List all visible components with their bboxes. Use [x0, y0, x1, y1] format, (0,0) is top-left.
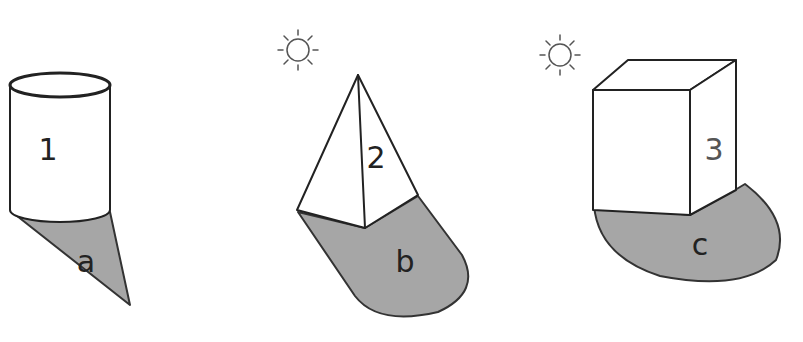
cylinder-shadow: [12, 212, 130, 305]
shadow-letter: a: [77, 247, 95, 277]
callout-number: 3: [704, 135, 723, 165]
sun: [540, 35, 580, 75]
callout-number: 1: [38, 135, 57, 165]
pyramid: [297, 75, 418, 228]
shadow-letter: c: [692, 230, 709, 260]
shadow-letter: b: [395, 247, 414, 277]
callout-number: 2: [366, 143, 385, 173]
cylinder: [10, 73, 110, 222]
sun: [278, 30, 318, 70]
cube: [593, 60, 736, 215]
